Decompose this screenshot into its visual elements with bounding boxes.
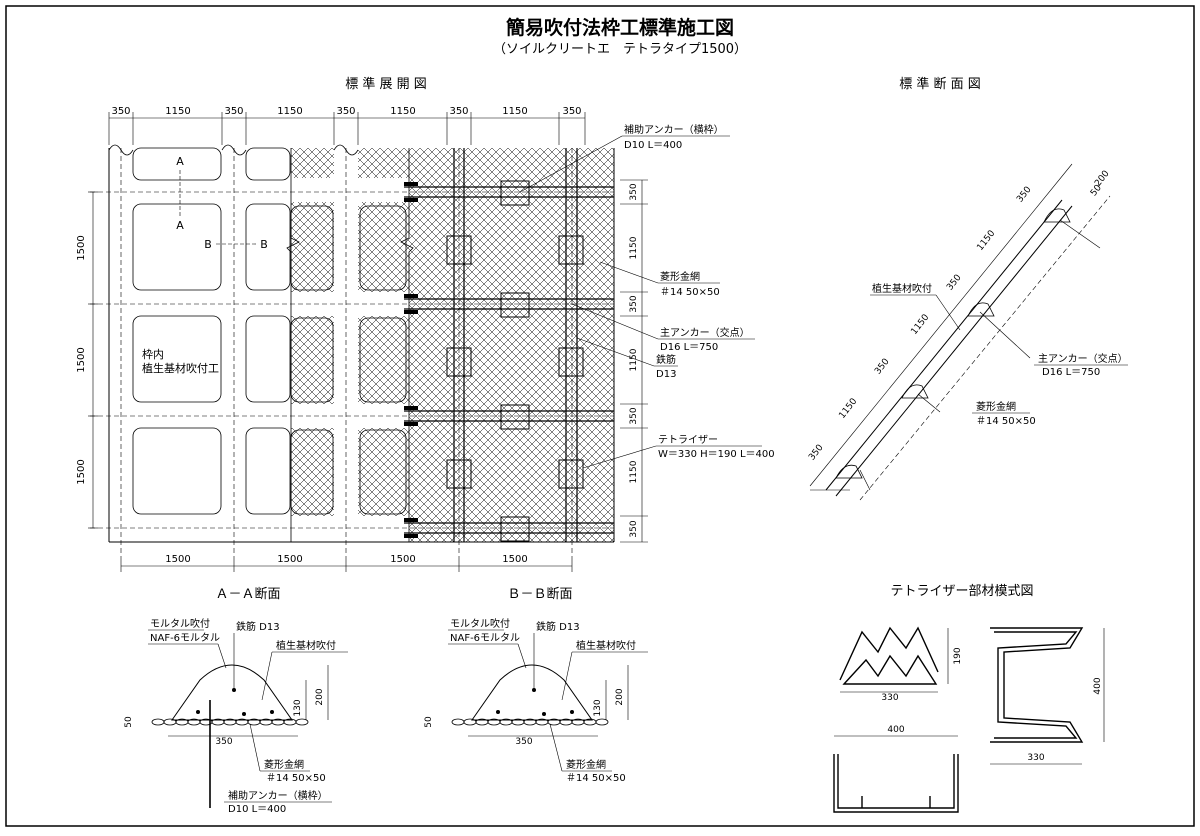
dim-right-4: 1150 <box>629 348 639 371</box>
marker-b-right: B <box>260 238 268 251</box>
bb-mortar: モルタル吹付 <box>450 617 510 630</box>
inner-label-1: 枠内 <box>142 347 164 361</box>
cs-dim-along-4: 1150 <box>909 312 931 336</box>
tp-dim-330-a: 330 <box>881 693 898 703</box>
aa-naf: NAF-6モルタル <box>150 632 220 644</box>
aa-dim-130: 130 <box>293 699 303 716</box>
cs-label-anchor-1: 主アンカー（交点） <box>1038 352 1128 365</box>
dim-top-8: 1150 <box>502 106 527 117</box>
cross-section-view: 200 50 350 1150 350 1150 350 1150 350 植生… <box>807 163 1128 501</box>
callout-tetra-2: W＝330 H＝190 L＝400 <box>658 449 775 460</box>
dim-top-5: 350 <box>336 106 355 117</box>
cs-dim-along-7: 350 <box>807 443 826 463</box>
aa-veg: 植生基材吹付 <box>276 639 336 652</box>
callout-anchor-main-2: D16 L＝750 <box>660 342 718 353</box>
callout-rebar-1: 鉄筋 <box>656 353 676 366</box>
frame-beam-h1 <box>291 178 409 202</box>
cs-dim-along-2: 1150 <box>975 228 997 252</box>
aa-dim-350: 350 <box>215 737 232 747</box>
bb-naf: NAF-6モルタル <box>450 632 520 644</box>
marker-a-bottom: A <box>176 219 184 232</box>
section-title-bb: Ｂ－Ｂ断面 <box>507 587 572 602</box>
cs-dim-along-6: 1150 <box>837 396 859 420</box>
dim-top-1: 350 <box>111 106 130 117</box>
dim-top-7: 350 <box>449 106 468 117</box>
dim-left-3: 1500 <box>76 459 87 484</box>
aa-mesh-2: ＃14 50×50 <box>266 772 326 784</box>
tp-dim-400-v: 400 <box>1093 677 1103 694</box>
aa-anchor-1: 補助アンカー（横枠） <box>228 789 328 802</box>
development-view: 350 1150 350 1150 350 1150 350 1150 350 <box>76 106 775 572</box>
aa-section-view: 350 130 200 50 モルタル吹付 NAF-6モルタル 鉄筋 D13 植… <box>124 617 348 815</box>
dim-right-1: 350 <box>629 183 639 200</box>
cs-label-anchor-2: D16 L＝750 <box>1042 367 1100 378</box>
dim-left-2: 1500 <box>76 347 87 372</box>
dim-left-1: 1500 <box>76 235 87 260</box>
bb-mesh-1: 菱形金網 <box>566 758 606 771</box>
bb-dim-350: 350 <box>515 737 532 747</box>
aa-dim-50: 50 <box>124 716 134 728</box>
marker-b-left: B <box>204 238 212 251</box>
dim-top-4: 1150 <box>277 106 302 117</box>
dim-right-7: 350 <box>629 520 639 537</box>
tp-dim-400-h: 400 <box>887 725 904 735</box>
subtitle: （ソイルクリートエ テトラタイプ1500） <box>493 42 747 57</box>
dim-right-5: 350 <box>629 407 639 424</box>
callout-rebar-2: D13 <box>656 369 676 380</box>
dim-top-6: 1150 <box>390 106 415 117</box>
dim-bottom-4: 1500 <box>502 554 527 565</box>
dim-top-9: 350 <box>562 106 581 117</box>
bb-dim-200: 200 <box>615 688 625 705</box>
dim-top-3: 350 <box>224 106 243 117</box>
callout-anchor-main-1: 主アンカー（交点） <box>660 326 750 339</box>
main-title: 簡易吹付法枠工標準施工図 <box>506 16 734 39</box>
callout-anchor-sub-2: D10 L＝400 <box>624 140 682 151</box>
dim-bottom-2: 1500 <box>277 554 302 565</box>
cs-dim-along-3: 350 <box>945 273 964 293</box>
frame-beam-h4 <box>291 516 409 542</box>
tetra-parts-view: 330 190 400 330 400 <box>833 626 1105 813</box>
aa-dim-200: 200 <box>315 688 325 705</box>
bb-dim-50: 50 <box>424 716 434 728</box>
dim-right-3: 350 <box>629 295 639 312</box>
tp-dim-330-b: 330 <box>1027 753 1044 763</box>
mesh-area-2 <box>409 148 614 542</box>
sheet-border <box>5 5 1195 827</box>
cs-label-mesh-1: 菱形金網 <box>976 400 1016 413</box>
cs-label-veg: 植生基材吹付 <box>872 282 932 295</box>
dim-top-2: 1150 <box>165 106 190 117</box>
aa-anchor-2: D10 L＝400 <box>228 804 286 815</box>
cs-dim-along-5: 350 <box>873 357 892 377</box>
callout-mesh-1: 菱形金網 <box>660 270 700 283</box>
bb-rebar: 鉄筋 D13 <box>536 620 580 633</box>
section-title-cross-section: 標 準 断 面 図 <box>899 76 981 92</box>
aa-mortar: モルタル吹付 <box>150 617 210 630</box>
cs-label-mesh-2: ＃14 50×50 <box>976 415 1036 427</box>
callout-mesh-2: ＃14 50×50 <box>660 286 720 298</box>
bb-dim-130: 130 <box>593 699 603 716</box>
aa-rebar: 鉄筋 D13 <box>236 620 280 633</box>
marker-a-top: A <box>176 155 184 168</box>
section-title-tetra-parts: テトライザー部材模式図 <box>890 584 1033 599</box>
section-title-aa: Ａ－Ａ断面 <box>215 587 280 602</box>
dim-bottom-3: 1500 <box>390 554 415 565</box>
section-title-development: 標 準 展 開 図 <box>345 76 427 92</box>
callout-tetra-1: テトライザー <box>658 434 718 446</box>
dim-bottom-1: 1500 <box>165 554 190 565</box>
bb-section-view: 350 130 200 50 モルタル吹付 NAF-6モルタル 鉄筋 D13 植… <box>424 617 648 784</box>
tp-dim-190: 190 <box>953 647 963 664</box>
callout-anchor-sub-1: 補助アンカー（横枠） <box>624 123 724 136</box>
aa-mesh-1: 菱形金網 <box>264 758 304 771</box>
dim-right-2: 1150 <box>629 236 639 259</box>
dim-right-6: 1150 <box>629 460 639 483</box>
inner-label-2: 植生基材吹付工 <box>142 361 219 375</box>
cs-dim-along-1: 350 <box>1015 185 1034 205</box>
bb-mesh-2: ＃14 50×50 <box>566 772 626 784</box>
bb-veg: 植生基材吹付 <box>576 639 636 652</box>
